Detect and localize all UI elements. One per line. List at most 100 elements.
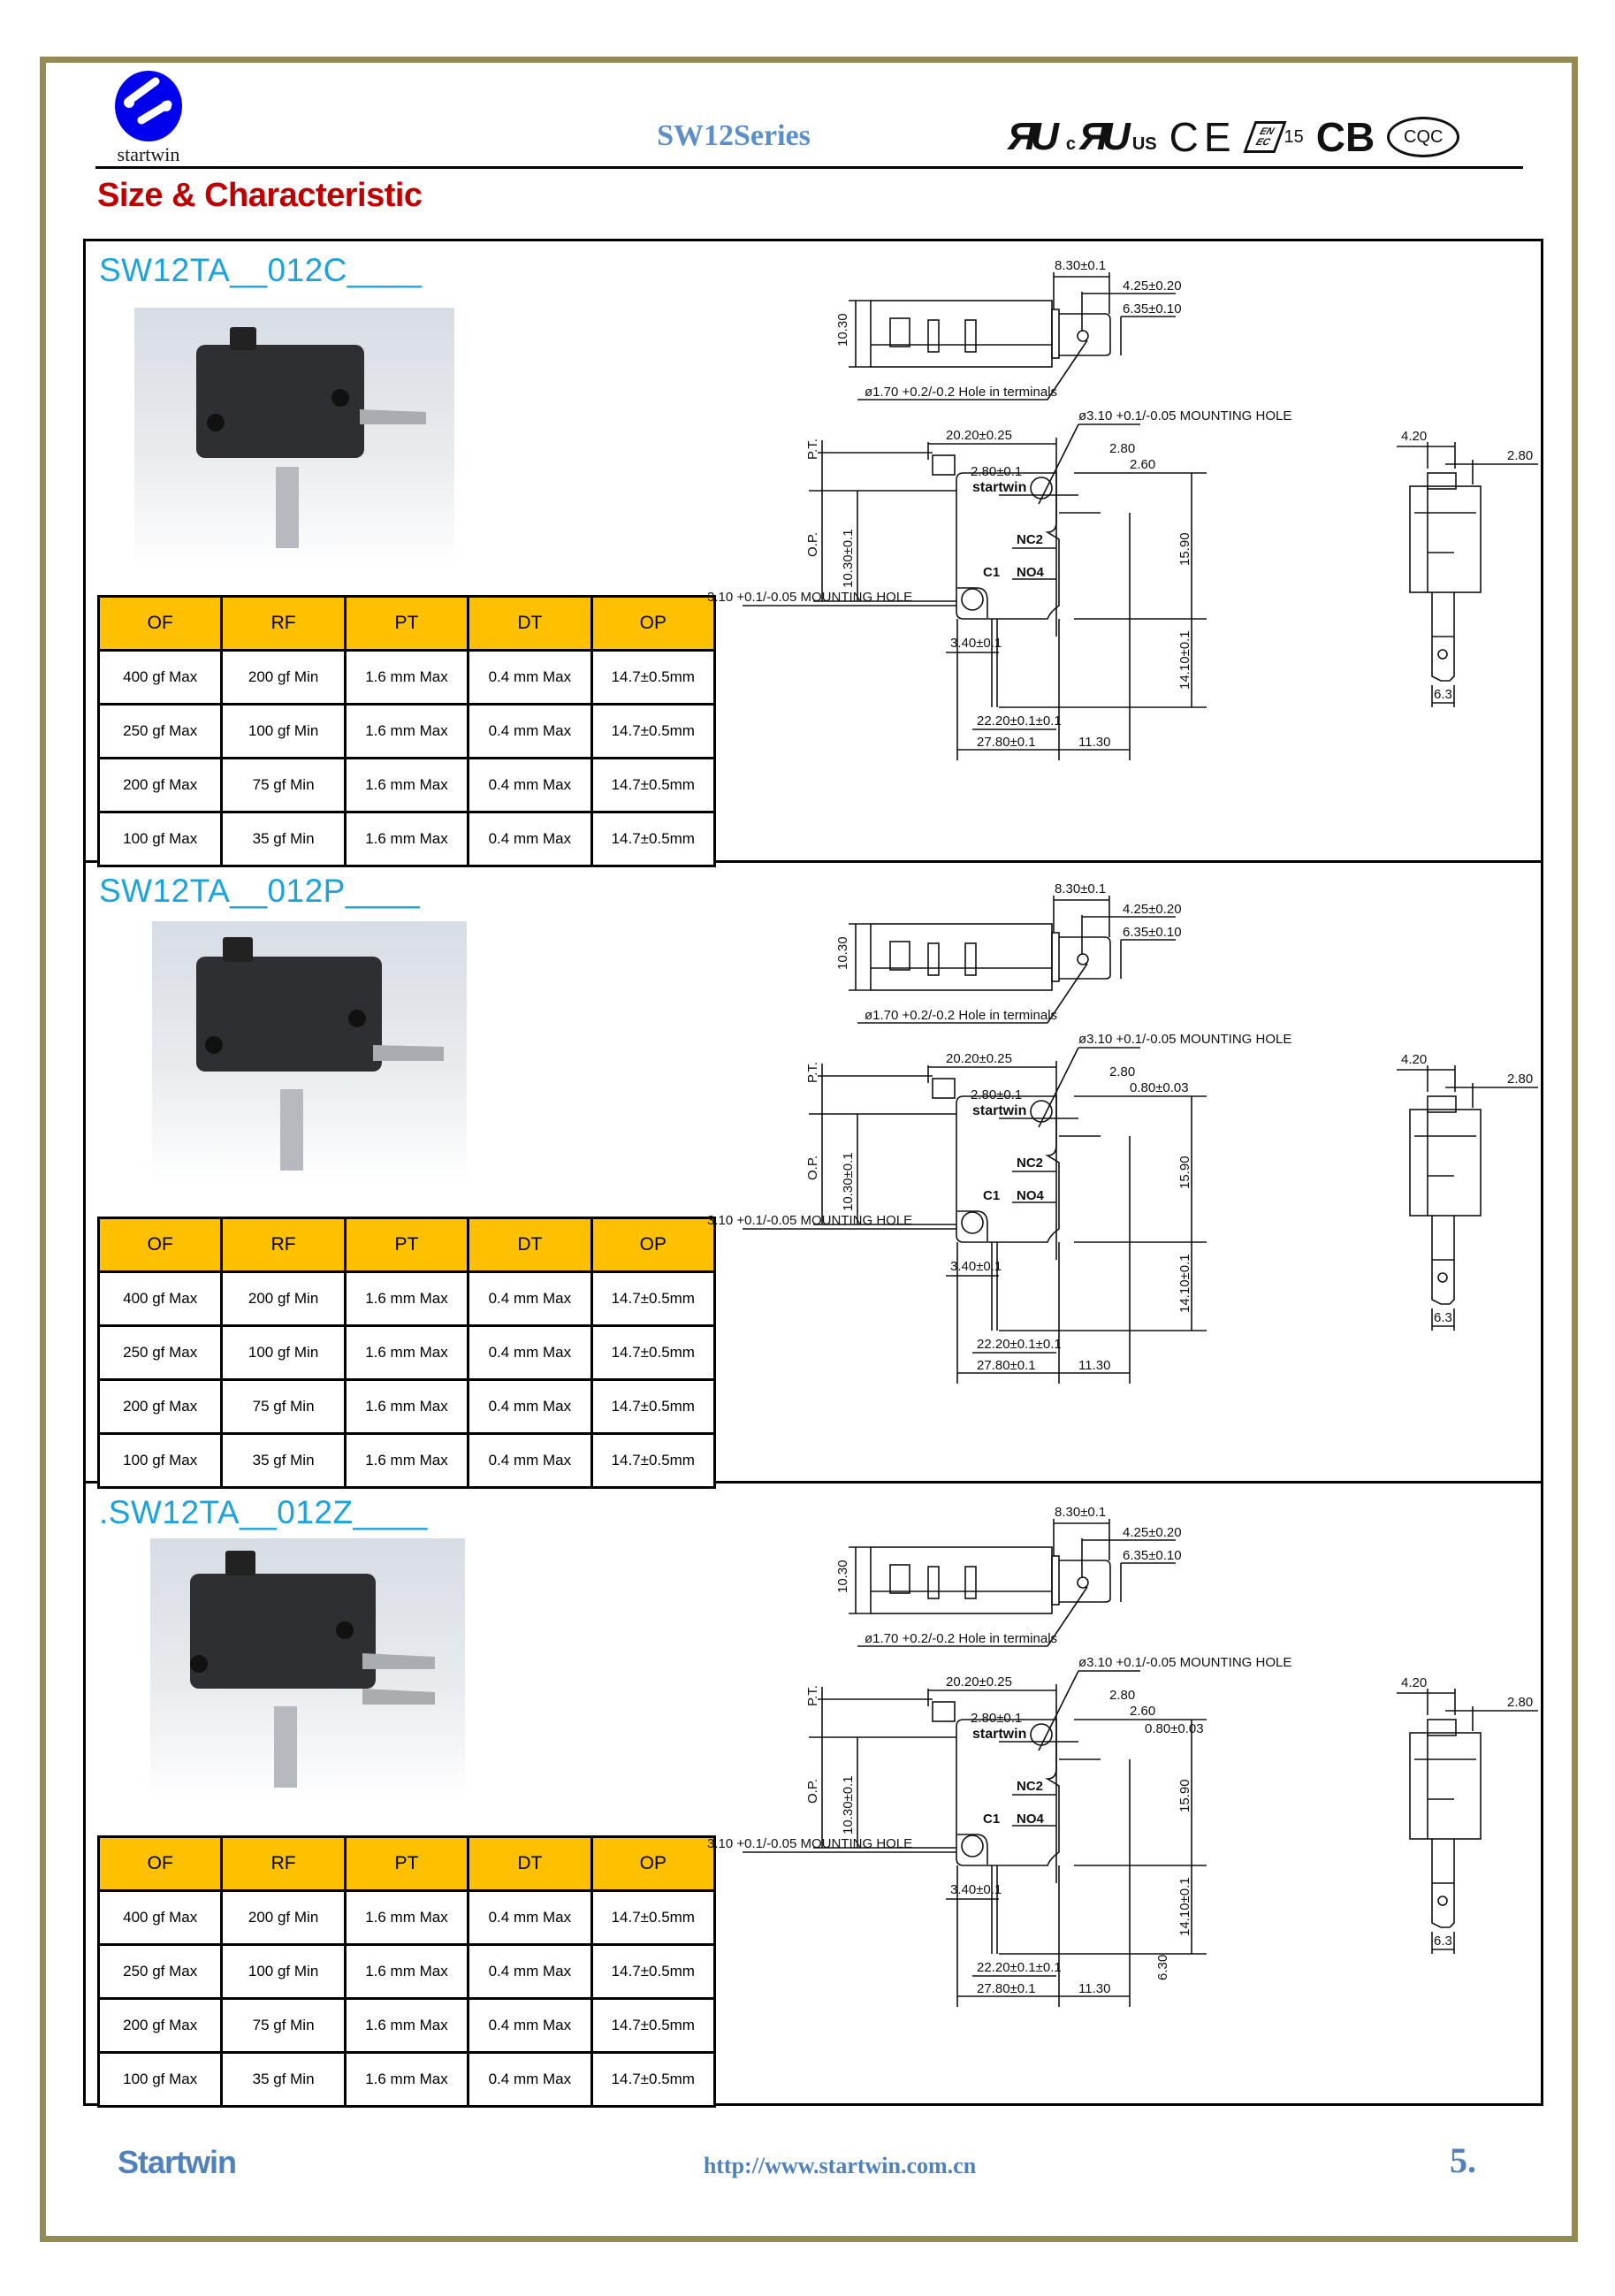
label-no: NO4 <box>1017 565 1045 580</box>
cell: 1.6 mm Max <box>343 1324 470 1381</box>
cell: 200 gf Min <box>220 649 347 706</box>
cell: 200 gf Min <box>220 1889 347 1946</box>
dim-terminal-length: 14.10±0.1 <box>1177 1254 1192 1313</box>
dim-hole-spacing: 22.20±0.1±0.1 <box>977 1960 1062 1975</box>
dim-top-width: 8.30±0.1 <box>1055 1505 1106 1520</box>
dim-side-width: 4.20 <box>1401 429 1427 444</box>
label-no: NO4 <box>1017 1188 1045 1203</box>
logo-text: startwin <box>117 143 180 165</box>
col-header-pt: PT <box>343 1835 470 1892</box>
page-title: Size & Characteristic <box>97 177 423 214</box>
cell: 14.7±0.5mm <box>590 811 717 867</box>
dim-side-width: 4.20 <box>1401 1052 1427 1067</box>
dim-pt: P.T. <box>805 1685 820 1706</box>
cqc-icon: CQC <box>1387 117 1460 157</box>
series-title: SW12Series <box>657 119 811 152</box>
dim-actuator-pos: 20.20±0.25 <box>946 1051 1012 1066</box>
brand-mark: startwin <box>972 1103 1026 1118</box>
side-view <box>1397 442 1538 707</box>
cell: 200 gf Max <box>96 757 224 813</box>
section-divider <box>83 1481 1543 1484</box>
dim-mounting-hole-left: 3.10 +0.1/-0.05 MOUNTING HOLE <box>707 1213 912 1228</box>
cell: 0.4 mm Max <box>467 1324 593 1381</box>
dim-side-terminal: 6.3 <box>1434 687 1452 702</box>
dim-extra-1: 2.80 <box>1109 1688 1135 1703</box>
label-c: C1 <box>983 1812 1000 1827</box>
dim-body-height: 15.90 <box>1177 1156 1192 1189</box>
cell: 75 gf Min <box>220 1378 347 1435</box>
dim-body-length: 27.80±0.1 <box>977 1981 1036 1996</box>
product-photo <box>134 308 454 569</box>
dim-extra-4: 6.30 <box>1155 1955 1170 1980</box>
cell: 0.4 mm Max <box>467 1943 593 2000</box>
col-header-of: OF <box>96 1217 224 1273</box>
dim-top-width: 8.30±0.1 <box>1055 881 1106 896</box>
dim-terminal-width: 6.35±0.10 <box>1123 301 1182 317</box>
cell: 200 gf Min <box>220 1270 347 1327</box>
dim-terminal-reach: 11.30 <box>1078 1358 1110 1373</box>
product-photo <box>150 1538 465 1804</box>
cell: 0.4 mm Max <box>467 703 593 759</box>
dim-op-height: 10.30±0.1 <box>841 1775 856 1835</box>
dim-extra-1: 2.80 <box>1109 1064 1135 1079</box>
cell: 0.4 mm Max <box>467 811 593 867</box>
model-title: SW12TA__012C____ <box>99 252 423 288</box>
dim-hole-offset: 2.80±0.1 <box>971 1711 1022 1726</box>
cell: 14.7±0.5mm <box>590 1378 717 1435</box>
cell: 0.4 mm Max <box>467 1889 593 1946</box>
dim-op-height: 10.30±0.1 <box>841 529 856 588</box>
dimension-labels: 8.30±0.1 4.25±0.20 6.35±0.10 10.30 ø1.70… <box>707 881 1533 1373</box>
col-header-of: OF <box>96 595 224 652</box>
dim-pt: P.T. <box>805 1062 820 1083</box>
dim-op: O.P. <box>805 532 820 557</box>
col-header-rf: RF <box>220 1217 347 1273</box>
brand-mark: startwin <box>972 480 1026 495</box>
cell: 35 gf Min <box>220 2051 347 2108</box>
cell: 250 gf Max <box>96 1943 224 2000</box>
cell: 1.6 mm Max <box>343 649 470 706</box>
brand-mark: startwin <box>972 1727 1026 1742</box>
dim-mounting-hole-top: ø3.10 +0.1/-0.05 MOUNTING HOLE <box>1078 1032 1291 1047</box>
cell: 100 gf Max <box>96 1432 224 1489</box>
col-header-dt: DT <box>467 1835 593 1892</box>
cell: 14.7±0.5mm <box>590 1943 717 2000</box>
cell: 1.6 mm Max <box>343 1270 470 1327</box>
cell: 0.4 mm Max <box>467 649 593 706</box>
top-view <box>849 1519 1176 1647</box>
dim-side-terminal: 6.3 <box>1434 1934 1452 1949</box>
cell: 14.7±0.5mm <box>590 757 717 813</box>
dim-side-terminal: 6.3 <box>1434 1310 1452 1325</box>
dim-op: O.P. <box>805 1779 820 1804</box>
cell: 1.6 mm Max <box>343 757 470 813</box>
dim-terminal-reach: 11.30 <box>1078 735 1110 750</box>
cell: 100 gf Max <box>96 811 224 867</box>
dim-hole-edge: 3.40±0.1 <box>950 636 1002 651</box>
label-nc: NC2 <box>1017 1779 1043 1794</box>
cell: 0.4 mm Max <box>467 757 593 813</box>
footer-brand: Startwin <box>118 2144 237 2180</box>
dim-body-height: 15.90 <box>1177 532 1192 566</box>
footer-url-link[interactable]: http://www.startwin.com.cn <box>703 2153 977 2178</box>
cell: 0.4 mm Max <box>467 1432 593 1489</box>
dim-terminal-hole-pos: 4.25±0.20 <box>1123 278 1182 294</box>
dim-terminal-hole: ø1.70 +0.2/-0.2 Hole in terminals <box>865 1008 1057 1023</box>
logo-s-icon <box>115 71 182 141</box>
dim-body-length: 27.80±0.1 <box>977 1358 1036 1373</box>
technical-drawing: 8.30±0.1 4.25±0.20 6.35±0.10 10.30 ø1.70… <box>707 881 1538 1384</box>
dim-terminal-hole-pos: 4.25±0.20 <box>1123 902 1182 917</box>
cell: 14.7±0.5mm <box>590 1324 717 1381</box>
dim-terminal-hole-pos: 4.25±0.20 <box>1123 1525 1182 1540</box>
dim-top-height: 10.30 <box>835 1560 850 1593</box>
dim-side-offset: 2.80 <box>1507 1695 1533 1710</box>
front-view <box>743 1047 1207 1384</box>
